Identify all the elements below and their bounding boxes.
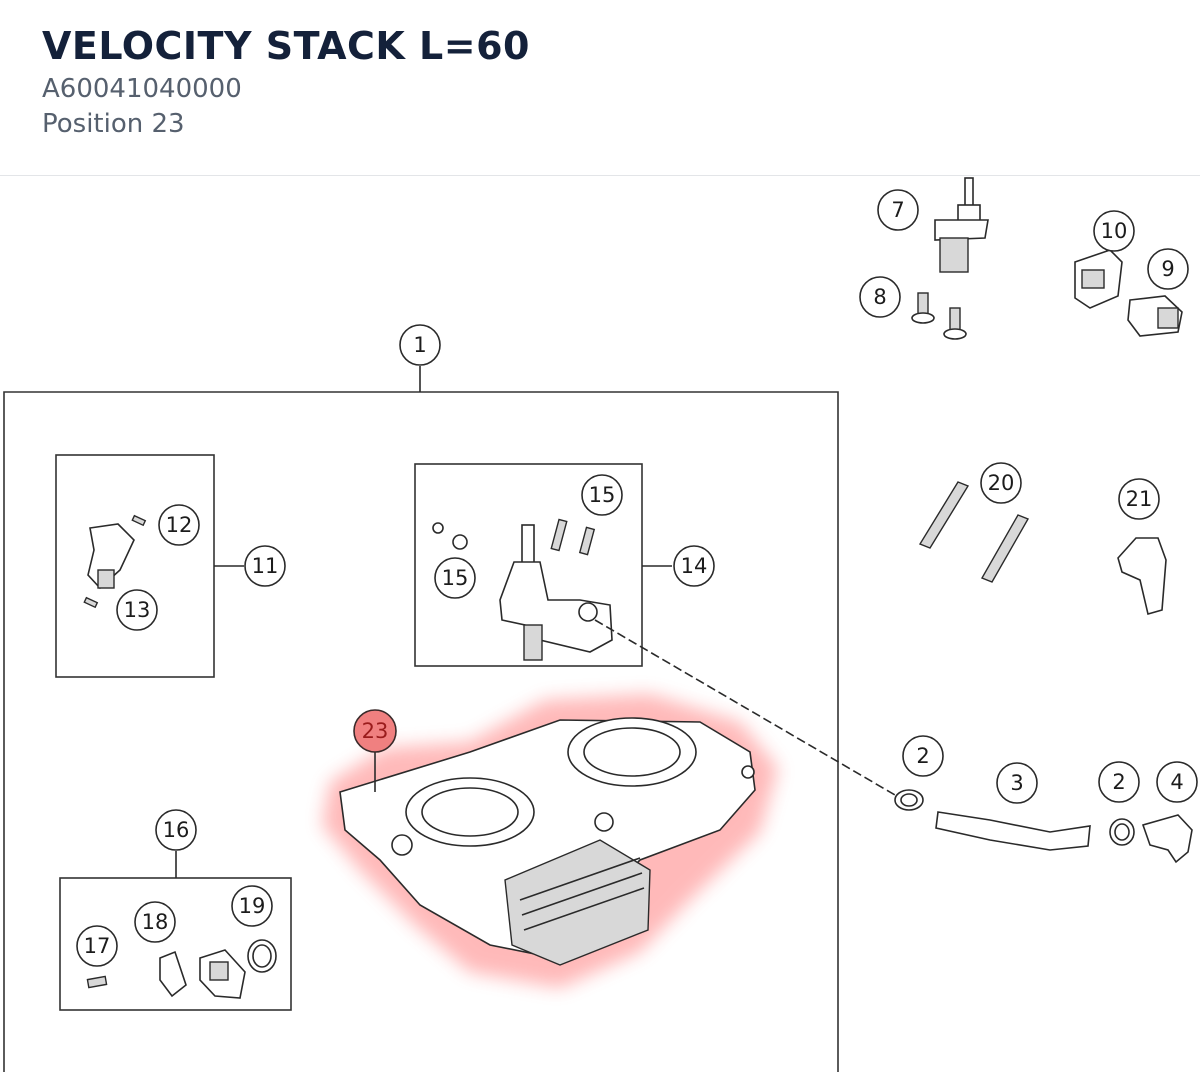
svg-text:14: 14: [681, 554, 708, 578]
callout-20[interactable]: 20: [980, 462, 1022, 504]
svg-text:2: 2: [916, 744, 929, 768]
header-divider: [0, 175, 1200, 176]
part-18-sensor[interactable]: [159, 950, 187, 998]
svg-text:15: 15: [442, 566, 469, 590]
svg-text:15: 15: [589, 483, 616, 507]
svg-text:21: 21: [1126, 487, 1153, 511]
part-number: A60041040000: [42, 74, 242, 104]
callout-14[interactable]: 14: [673, 545, 715, 587]
callout-18[interactable]: 18: [134, 901, 176, 943]
svg-text:19: 19: [239, 894, 266, 918]
assembly-1-frame-left: [3, 391, 420, 1072]
callout-16[interactable]: 16: [155, 809, 197, 851]
callout-1[interactable]: 1: [399, 324, 441, 366]
svg-text:11: 11: [252, 554, 279, 578]
part-4-elbow[interactable]: [1141, 814, 1193, 864]
part-14-fuel-rail[interactable]: [499, 524, 613, 661]
svg-text:7: 7: [891, 198, 904, 222]
page-header: VELOCITY STACK L=60 A60041040000 Positio…: [0, 0, 1200, 176]
part-15-screws[interactable]: [432, 518, 596, 556]
svg-text:17: 17: [84, 934, 111, 958]
part-8-screws[interactable]: [911, 292, 967, 340]
part-3-hose[interactable]: [935, 811, 1091, 851]
part-2-clamp-a[interactable]: [894, 789, 924, 811]
callout-9[interactable]: 9: [1147, 248, 1189, 290]
callout-15-b[interactable]: 15: [434, 557, 476, 599]
callout-23-highlighted[interactable]: 23: [353, 709, 397, 753]
assembly-1-frame: [420, 391, 839, 1072]
part-20-rods[interactable]: [918, 481, 1030, 583]
callout-2-a[interactable]: 2: [902, 735, 944, 777]
callout-17[interactable]: 17: [76, 925, 118, 967]
svg-text:9: 9: [1161, 257, 1174, 281]
callout-7[interactable]: 7: [877, 189, 919, 231]
callout-15-a[interactable]: 15: [581, 474, 623, 516]
part-9-connector[interactable]: [1127, 295, 1183, 337]
svg-text:10: 10: [1101, 219, 1128, 243]
svg-text:3: 3: [1010, 771, 1023, 795]
part-title: VELOCITY STACK L=60: [42, 24, 530, 68]
callout-10[interactable]: 10: [1093, 210, 1135, 252]
throttle-body-part-23[interactable]: [339, 717, 756, 966]
part-17-screw[interactable]: [86, 975, 108, 989]
callout-11[interactable]: 11: [244, 545, 286, 587]
svg-text:20: 20: [988, 471, 1015, 495]
exploded-parts-diagram: 1 7 8 10 9 12 11 13 15 15 14 20 21 2 3 2…: [3, 177, 1198, 1072]
svg-text:13: 13: [124, 598, 151, 622]
part-11-injector[interactable]: [83, 514, 147, 609]
part-21-clip[interactable]: [1117, 537, 1167, 615]
part-2-clamp-b[interactable]: [1109, 818, 1135, 846]
callout-3[interactable]: 3: [996, 762, 1038, 804]
callout-12[interactable]: 12: [158, 504, 200, 546]
dashed-leader-line: [594, 619, 896, 796]
callout-4[interactable]: 4: [1156, 761, 1198, 803]
svg-text:16: 16: [163, 818, 190, 842]
assembly-14-frame: [414, 463, 643, 667]
part-19-o-ring[interactable]: [247, 939, 277, 973]
part-position: Position 23: [42, 109, 185, 139]
assembly-11-frame: [55, 454, 215, 678]
part-7-sensor[interactable]: [934, 177, 989, 273]
svg-text:12: 12: [166, 513, 193, 537]
svg-text:8: 8: [873, 285, 886, 309]
part-19-sensor[interactable]: [199, 949, 246, 999]
part-10-bracket[interactable]: [1074, 249, 1123, 309]
callout-2-b[interactable]: 2: [1098, 761, 1140, 803]
callout-19[interactable]: 19: [231, 885, 273, 927]
callout-13[interactable]: 13: [116, 589, 158, 631]
svg-text:1: 1: [413, 333, 426, 357]
callout-21[interactable]: 21: [1118, 478, 1160, 520]
svg-text:23: 23: [362, 719, 389, 743]
svg-text:4: 4: [1170, 770, 1183, 794]
svg-text:18: 18: [142, 910, 169, 934]
svg-text:2: 2: [1112, 770, 1125, 794]
callout-8[interactable]: 8: [859, 276, 901, 318]
